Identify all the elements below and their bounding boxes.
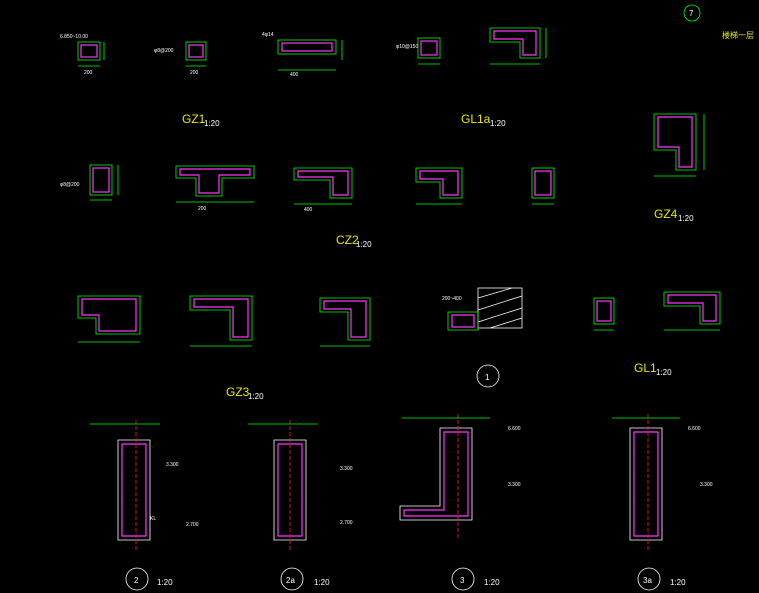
- note-top: 6.850~10.00: [60, 34, 88, 40]
- dim-label: 200: [190, 70, 199, 76]
- marker-2: 2: [134, 576, 139, 585]
- scale-gz3: 1:20: [248, 392, 264, 401]
- detail-gz4: [653, 113, 705, 177]
- detail-row1-a: 6.850~10.00 200: [60, 34, 105, 76]
- elev: 2.700: [186, 522, 199, 528]
- detail-row2-d: [415, 167, 463, 205]
- detail-row3-section1: 200~400: [442, 287, 523, 331]
- scale-gz4: 1:20: [678, 214, 694, 223]
- top-right-note: 楼梯一层: [722, 30, 754, 40]
- scale-2: 1:20: [157, 578, 173, 587]
- section-label: 200~400: [442, 296, 462, 302]
- marker-2a: 2a: [286, 576, 295, 585]
- scale-gz1: 1:20: [204, 119, 220, 128]
- title-cz2: CZ2: [336, 233, 359, 247]
- scale-3a: 1:20: [670, 578, 686, 587]
- dim-label: 400: [304, 207, 313, 213]
- elev: 6.600: [688, 426, 701, 432]
- scale-gl1a: 1:20: [490, 119, 506, 128]
- marker-3a: 3a: [643, 576, 652, 585]
- detail-row3-c: [319, 297, 371, 347]
- stirrup-label: φ10@150: [396, 44, 418, 50]
- detail-row2-b: 200: [175, 165, 255, 212]
- detail-row3-gl1-a: [593, 297, 615, 331]
- title-gl1a: GL1a: [461, 112, 491, 126]
- marker-1: 1: [485, 373, 490, 382]
- section-2a-detail: 3.300 2.700: [248, 420, 353, 552]
- marker-3: 3: [460, 576, 465, 585]
- scale-gl1: 1:20: [656, 368, 672, 377]
- detail-row2-c: 400: [293, 167, 353, 213]
- detail-row2-a: φ8@200: [60, 164, 119, 201]
- scale-2a: 1:20: [314, 578, 330, 587]
- section-marker-2a: 2a 1:20: [280, 567, 330, 591]
- dim-label: 400: [290, 72, 299, 78]
- elev: 3.300: [508, 482, 521, 488]
- detail-row1-b: φ8@200 200: [154, 41, 207, 76]
- detail-row1-e: [489, 27, 547, 65]
- bars-label: 4φ14: [262, 32, 274, 38]
- section-3a-detail: 6.600 3.300: [612, 414, 713, 552]
- elev: 6.600: [508, 426, 521, 432]
- detail-row3-gl1-b: [663, 291, 721, 331]
- section-2-detail: 3.300 2.700 KL: [90, 420, 199, 552]
- elev: 3.300: [166, 462, 179, 468]
- section-marker-1: 1: [476, 364, 500, 388]
- elev: 3.300: [700, 482, 713, 488]
- title-gl1: GL1: [634, 361, 657, 375]
- title-gz1: GZ1: [182, 112, 206, 126]
- detail-row1-c: 4φ14 400: [262, 32, 343, 78]
- elev: 2.700: [340, 520, 353, 526]
- scale-cz2: 1:20: [356, 240, 372, 249]
- title-gz4: GZ4: [654, 207, 678, 221]
- section-marker-3a: 3a 1:20: [637, 567, 686, 591]
- dim-label: 200: [84, 70, 93, 76]
- dim-label: 200: [198, 206, 207, 212]
- section-marker-7: 7: [683, 4, 701, 22]
- section-3-detail: 6.600 3.300: [399, 414, 521, 540]
- marker-7: 7: [689, 9, 694, 18]
- stirrup-label: φ8@200: [60, 182, 80, 188]
- scale-3: 1:20: [484, 578, 500, 587]
- detail-row3-a: [77, 295, 141, 343]
- detail-row1-d: φ10@150: [396, 37, 441, 65]
- ref: KL: [150, 516, 156, 522]
- title-gz3: GZ3: [226, 385, 250, 399]
- section-marker-2: 2 1:20: [125, 567, 173, 591]
- stirrup-label: φ8@200: [154, 48, 174, 54]
- section-marker-3: 3 1:20: [451, 567, 500, 591]
- detail-row2-e: [531, 167, 555, 205]
- detail-row3-b: [189, 295, 253, 347]
- elev: 3.300: [340, 466, 353, 472]
